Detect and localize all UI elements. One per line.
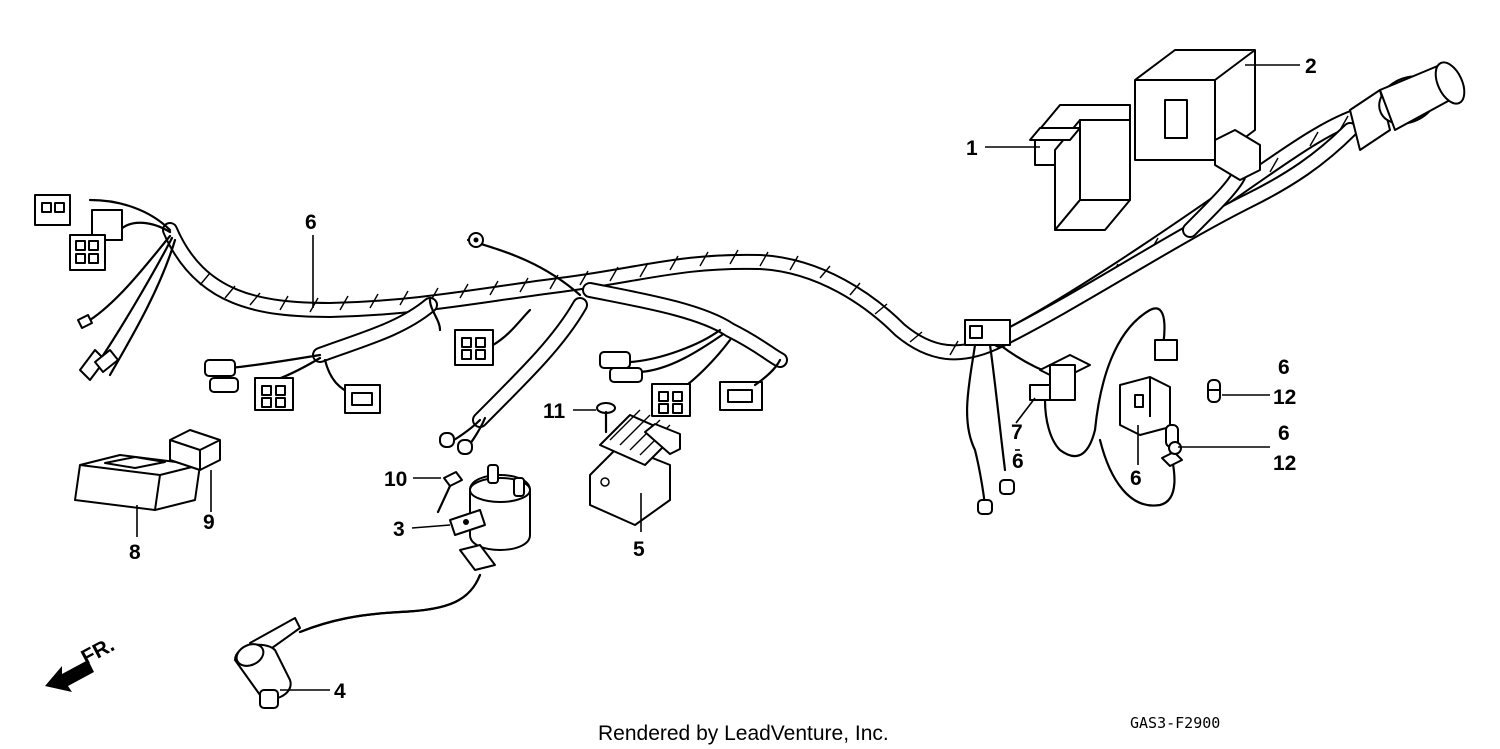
part-12-fuse-upper[interactable]	[1207, 379, 1221, 403]
callout-12-lower: 12	[1273, 452, 1296, 475]
fuse-holder[interactable]	[1119, 339, 1178, 436]
callout-labels: 1 2 3 4 5 6 6 6 6 6 7 8 9 10 11 12 12	[129, 55, 1317, 703]
callout-9: 9	[203, 511, 215, 534]
part-1-relay-bracket[interactable]	[1029, 104, 1131, 231]
part-5-regulator-rectifier[interactable]	[589, 409, 681, 526]
left-connector-group[interactable]	[34, 194, 123, 381]
callout-12-upper: 12	[1273, 386, 1296, 409]
part-7-sensor-bracket[interactable]	[998, 343, 1097, 458]
leader-lines	[136, 64, 1300, 691]
callout-1: 1	[966, 137, 978, 160]
callout-8: 8	[129, 541, 141, 564]
callout-6-right-lower: 6	[1012, 450, 1024, 473]
callout-4: 4	[334, 680, 346, 703]
upper-right-capacitor[interactable]	[1349, 58, 1470, 151]
callout-6-harness: 6	[305, 211, 317, 234]
callout-6-upper-fuse: 6	[1278, 356, 1290, 379]
callout-7: 7	[1011, 421, 1023, 444]
mid-connectors[interactable]	[439, 328, 782, 455]
callout-6-fuse-holder: 6	[1130, 467, 1142, 490]
mid-left-connectors[interactable]	[204, 308, 532, 414]
part-3-ignition-coil[interactable]	[449, 464, 531, 571]
diagram-code: GAS3-F2900	[1130, 714, 1220, 732]
callout-2: 2	[1305, 55, 1317, 78]
footer-credit: Rendered by LeadVenture, Inc.	[598, 722, 889, 745]
part-10-bolt[interactable]	[436, 471, 463, 514]
callout-10: 10	[384, 468, 407, 491]
part-11-screw[interactable]	[596, 402, 616, 434]
front-direction-arrow: FR.	[45, 633, 118, 692]
callout-6-lower-fuse: 6	[1278, 422, 1290, 445]
ground-eyelet[interactable]	[468, 232, 484, 248]
callout-11: 11	[543, 400, 566, 423]
right-junction-connector[interactable]	[964, 319, 1015, 515]
right-wire-loop	[1093, 307, 1176, 507]
callout-5: 5	[633, 538, 645, 561]
part-2-control-module[interactable]	[1134, 49, 1261, 181]
callout-3: 3	[393, 518, 405, 541]
part-4-spark-plug-cap[interactable]	[233, 573, 482, 709]
part-9-connector-cap[interactable]	[169, 429, 221, 471]
fuse-clip[interactable]	[1161, 441, 1183, 467]
part-8-cover[interactable]	[74, 454, 201, 511]
